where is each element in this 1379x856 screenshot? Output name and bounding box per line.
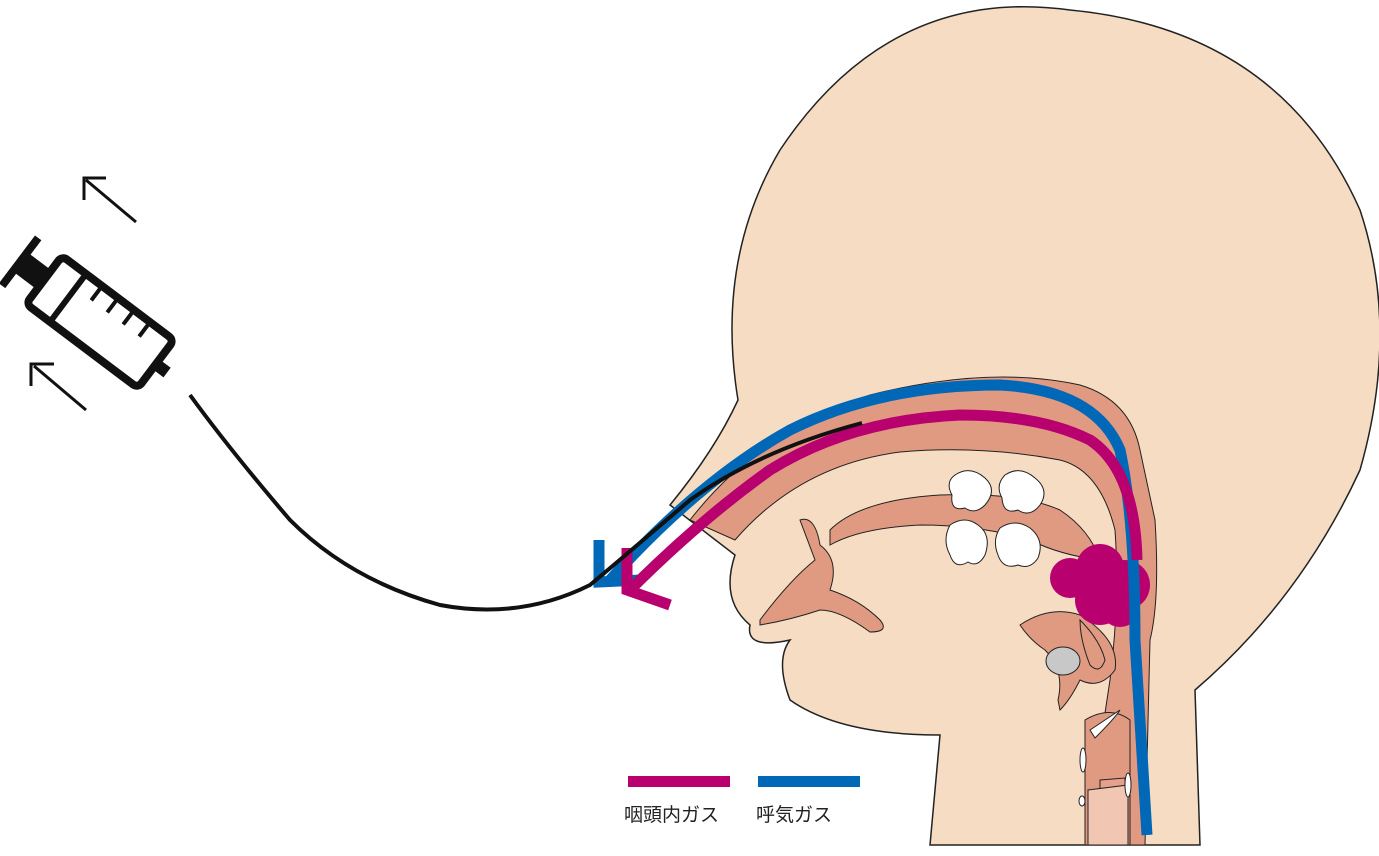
legend-swatch-pharyngeal-gas bbox=[628, 776, 730, 787]
tooth-lower-1 bbox=[945, 519, 988, 566]
cartilage-3 bbox=[1078, 795, 1086, 807]
cartilage-4 bbox=[1124, 772, 1132, 798]
pharyngeal-gas-arrowhead bbox=[621, 548, 672, 611]
trachea bbox=[1087, 784, 1129, 846]
legend-label-pharyngeal-gas: 咽頭内ガス bbox=[624, 804, 720, 826]
syringe-icon bbox=[0, 235, 176, 390]
tooth-upper-1 bbox=[948, 470, 992, 512]
cartilage-2 bbox=[1079, 747, 1087, 773]
tooth-lower-2 bbox=[994, 522, 1041, 567]
oral-cavity-line bbox=[759, 518, 884, 633]
arrow-up-left-icon bbox=[82, 176, 137, 224]
tooth-upper-2 bbox=[998, 470, 1045, 514]
teeth bbox=[945, 470, 1045, 567]
pharyngeal-gas-path bbox=[626, 409, 1143, 594]
legend-label-expired-gas: 呼気ガス bbox=[756, 804, 833, 826]
hyoid bbox=[1045, 646, 1081, 676]
catheter-tube bbox=[188, 393, 863, 612]
legend-swatch-expired-gas bbox=[758, 776, 860, 787]
epiglottis bbox=[1079, 618, 1106, 670]
arrow-up-left-icon bbox=[29, 362, 87, 412]
cartilage-1 bbox=[1089, 709, 1121, 739]
